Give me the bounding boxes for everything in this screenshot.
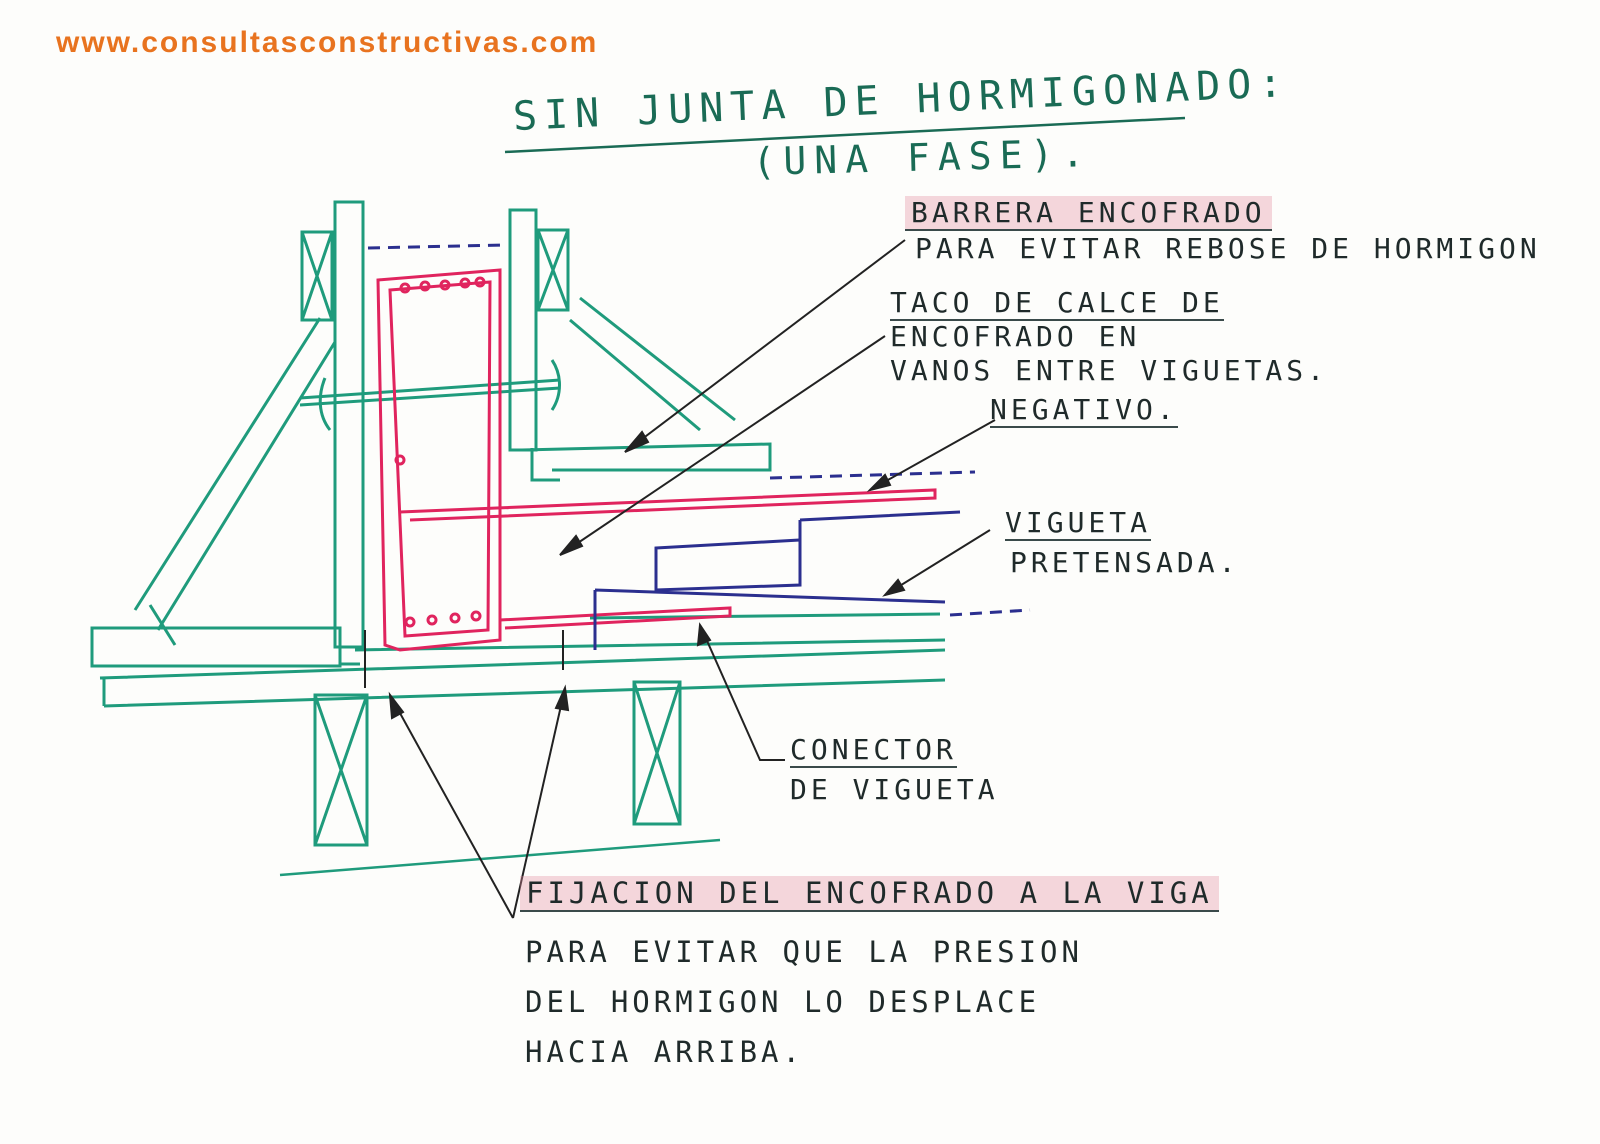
negative-heading: NEGATIVO. bbox=[990, 393, 1178, 428]
website-url: www.consultasconstructivas.com bbox=[56, 26, 599, 59]
shim-line2: ENCOFRADO EN bbox=[890, 320, 1141, 353]
fixing-line4: HACIA ARRIBA. bbox=[525, 1035, 804, 1069]
connector-text: DE VIGUETA bbox=[790, 773, 999, 806]
joist-heading: VIGUETA bbox=[1005, 506, 1152, 541]
right-stud bbox=[536, 228, 570, 312]
shim-line3: VANOS ENTRE VIGUETAS. bbox=[890, 354, 1329, 387]
leader-joist bbox=[884, 529, 991, 596]
tie-rod bbox=[299, 378, 561, 407]
stirrup-inner bbox=[388, 280, 492, 638]
barrier-text: PARA EVITAR REBOSE DE HORMIGON bbox=[915, 232, 1541, 265]
prop-left bbox=[313, 693, 369, 847]
bottom-beam-board bbox=[99, 648, 946, 708]
prop-right bbox=[632, 680, 682, 826]
leader-lines bbox=[364, 239, 996, 919]
right-strut bbox=[569, 296, 736, 432]
prestressed-joist bbox=[367, 243, 1031, 650]
leader-shim bbox=[559, 335, 886, 556]
stirrup-outer bbox=[376, 268, 502, 652]
left-side-panel bbox=[333, 200, 365, 649]
barrier-heading: BARRERA ENCOFRADO bbox=[905, 196, 1272, 231]
rebar-cage bbox=[376, 268, 937, 652]
shim-heading: TACO DE CALCE DE bbox=[890, 286, 1224, 321]
leader-fixing-left bbox=[389, 694, 514, 919]
right-side-panel bbox=[508, 208, 538, 452]
leader-negative bbox=[869, 419, 996, 491]
left-strut bbox=[133, 317, 337, 631]
bottom-board-left bbox=[90, 626, 342, 668]
connector-rebar bbox=[499, 606, 732, 630]
fixing-heading: FIJACION DEL ENCOFRADO A LA VIGA bbox=[520, 876, 1219, 912]
connector-heading: CONECTOR bbox=[790, 733, 957, 768]
fixing-line3: DEL HORMIGON LO DESPLACE bbox=[525, 985, 1041, 1019]
fixing-line2: PARA EVITAR QUE LA PRESION bbox=[525, 935, 1083, 969]
leader-connector bbox=[699, 624, 785, 761]
negative-rebar bbox=[399, 488, 937, 522]
leader-fixing-right bbox=[512, 687, 566, 919]
joist-text: PRETENSADA. bbox=[1010, 546, 1240, 579]
leader-barrier bbox=[624, 239, 906, 453]
formwork bbox=[90, 200, 946, 877]
joist-web bbox=[654, 538, 802, 592]
